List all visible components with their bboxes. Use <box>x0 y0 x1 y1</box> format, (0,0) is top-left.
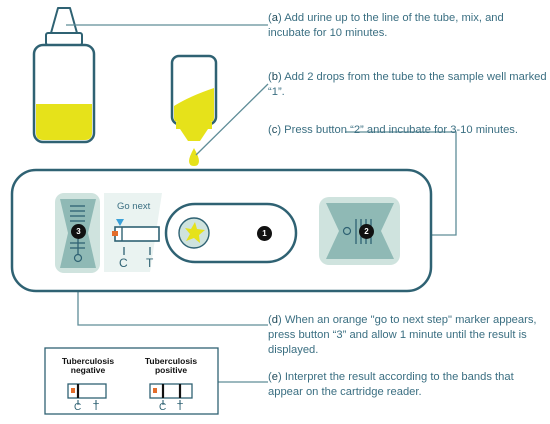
step-b-letter: b <box>271 71 278 83</box>
positive-test-label: T <box>177 402 184 413</box>
step-b-text: (b) Add 2 drops from the tube to the sam… <box>268 71 547 98</box>
negative-title: Tuberculosis negative <box>52 357 124 375</box>
positive-title-line1: Tuberculosis <box>144 356 198 366</box>
positive-title-line2: positive <box>154 365 188 375</box>
negative-control-label: C <box>74 402 82 413</box>
step-c-text: (c) Press button “2” and incubate for 3-… <box>268 124 518 136</box>
cartridge <box>10 168 433 293</box>
sample-well <box>164 202 298 264</box>
step-d-text: (d) When an orange "go to next step" mar… <box>268 314 537 356</box>
positive-title: Tuberculosis positive <box>134 357 208 375</box>
step-b-body: Add 2 drops from the tube to the sample … <box>268 71 547 98</box>
orange-marker <box>112 231 118 236</box>
test-label: T <box>146 256 154 270</box>
positive-control-label: C <box>159 402 167 413</box>
go-next-label: Go next <box>117 201 151 212</box>
negative-title-line1: Tuberculosis <box>61 356 115 366</box>
step-c-body: Press button “2” and incubate for 3-10 m… <box>284 124 518 136</box>
go-next-arrow-icon <box>116 219 124 226</box>
control-label: C <box>119 256 128 270</box>
button-1[interactable]: 1 <box>257 226 272 241</box>
tube-liquid <box>174 88 214 122</box>
step-a-body: Add urine up to the line of the tube, mi… <box>268 12 504 39</box>
step-a-letter: a <box>271 12 278 24</box>
result-strip <box>104 193 162 272</box>
negative-test-label: T <box>93 402 100 413</box>
step-e-body: Interpret the result according to the ba… <box>268 371 514 398</box>
step-a-text: (a) Add urine up to the line of the tube… <box>268 12 504 39</box>
step-e-text: (e) Interpret the result according to th… <box>268 371 514 398</box>
dropper-bottle <box>32 7 96 144</box>
button-2[interactable]: 2 <box>359 224 374 239</box>
sample-tube <box>170 54 218 194</box>
drop-icon <box>189 148 199 166</box>
step-d-body: When an orange "go to next step" marker … <box>268 314 537 356</box>
step-d-letter: d <box>271 314 278 326</box>
step-e-letter: e <box>271 371 278 383</box>
result-legend <box>44 347 219 415</box>
step-c-letter: c <box>271 124 278 136</box>
negative-title-line2: negative <box>70 365 106 375</box>
button-3[interactable]: 3 <box>71 224 86 239</box>
urine-fill <box>36 104 92 140</box>
